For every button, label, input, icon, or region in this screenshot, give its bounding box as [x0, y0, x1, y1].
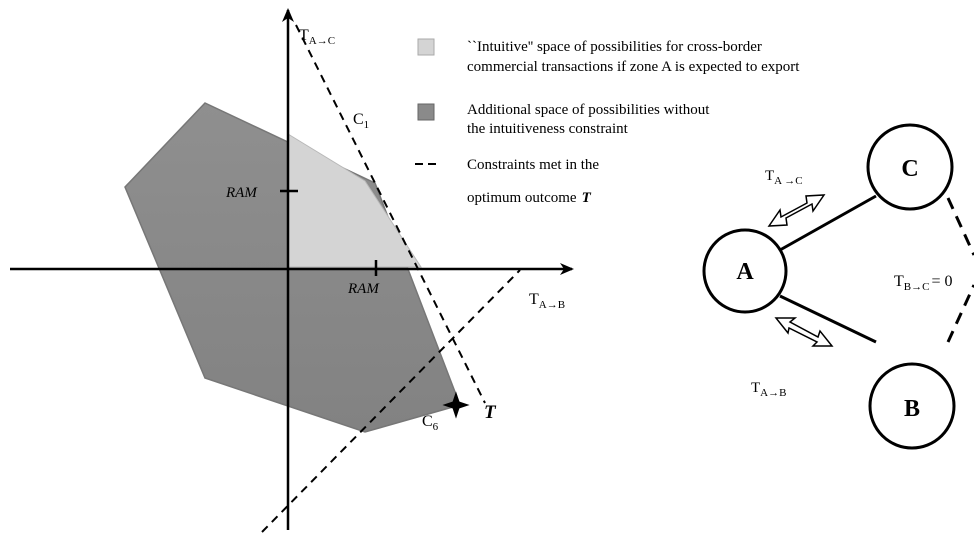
legend-swatch-additional	[417, 103, 435, 121]
horizontal-axis-label: TA→B	[529, 291, 565, 311]
flow-ab-double-arrow-icon	[774, 317, 834, 347]
constraint-c6-line	[261, 269, 521, 533]
flow-bc-label: TB→C= 0	[894, 273, 953, 293]
vertical-axis-label: TA→C	[299, 27, 335, 47]
constraint-c1-line	[295, 24, 486, 404]
legend-item2-line2: the intuitiveness constraint	[467, 121, 629, 137]
legend: ``Intuitive'' space of possibilities for…	[415, 38, 800, 206]
optimum-star-icon	[442, 391, 470, 419]
ram-label-vertical: RAM	[225, 185, 258, 201]
edge-a-b	[779, 294, 877, 344]
legend-item1-line2: commercial transactions if zone A is exp…	[467, 59, 800, 75]
legend-item3-line1: Constraints met in the	[467, 157, 599, 173]
flow-ab-label: TA→B	[751, 380, 786, 399]
node-c	[866, 123, 954, 211]
node-b	[868, 362, 956, 450]
edge-b-c-bottom-dashed	[946, 284, 974, 343]
flow-ac-double-arrow-icon	[767, 194, 826, 227]
c1-label: C1	[353, 111, 369, 131]
node-a-label: A	[736, 259, 754, 285]
node-b-label: B	[904, 396, 920, 422]
optimum-label: T	[484, 402, 497, 423]
c6-label: C6	[422, 413, 439, 433]
edge-b-c-top-dashed	[946, 197, 974, 256]
legend-swatch-intuitive	[417, 38, 435, 56]
edge-a-c	[779, 194, 877, 252]
node-c-label: C	[901, 156, 918, 182]
intuitive-space-region	[287, 133, 422, 268]
flow-ac-label: TA →C	[765, 168, 803, 187]
node-a	[702, 228, 788, 314]
legend-item1-line1: ``Intuitive'' space of possibilities for…	[467, 39, 762, 55]
ram-label-horizontal: RAM	[347, 281, 380, 297]
network-diagram: A C B TA →C TA→B TB→C= 0	[702, 123, 974, 450]
legend-item2-line1: Additional space of possibilities withou…	[467, 102, 710, 118]
